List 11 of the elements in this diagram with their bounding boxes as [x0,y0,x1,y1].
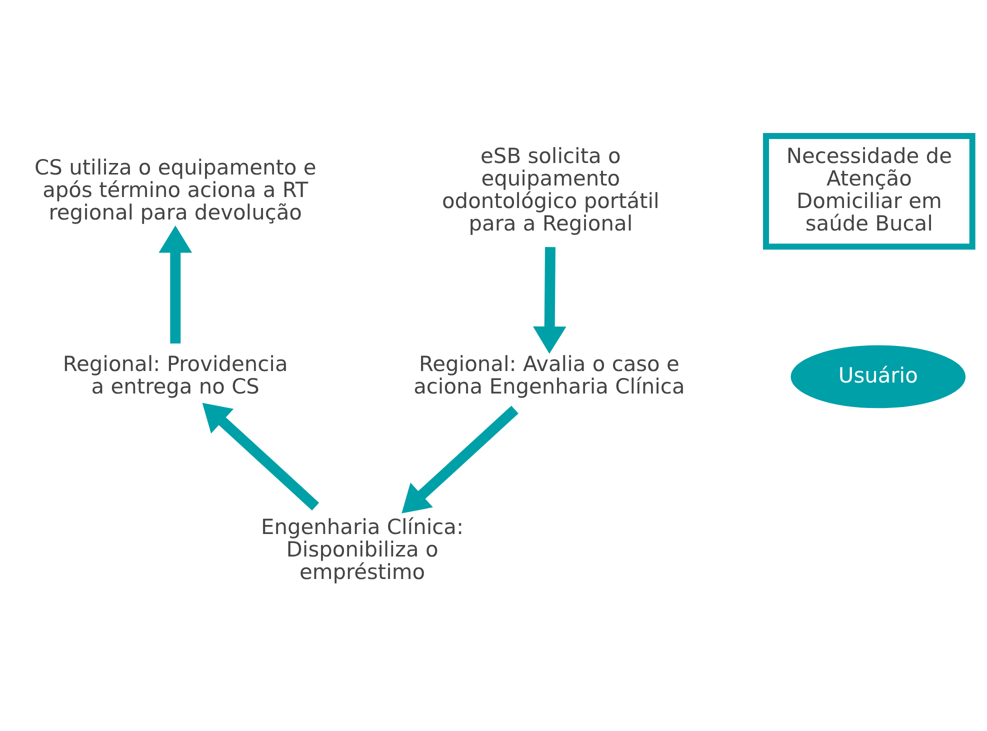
arrow [532,247,566,354]
arrow [158,226,192,344]
arrow [402,406,518,514]
node-text: Regional: Avalia o caso e aciona Engenharia Clínica [414,352,685,398]
node-text: Engenharia Clínica: Disponibiliza o empréstimo [261,515,464,584]
node-text: Regional: Providencia a entrega no CS [62,352,288,398]
node-text: CS utiliza o equipamento e após término aciona a RT regional para devolução [34,155,316,224]
arrow [202,402,320,510]
node-ellipse: Usuário [790,345,966,408]
node-text: eSB solicita o equipamento odontológico portátil para a Regional [442,144,660,236]
node-box: Necessidade de Atenção Domiciliar em saúde Bucal [763,132,976,250]
